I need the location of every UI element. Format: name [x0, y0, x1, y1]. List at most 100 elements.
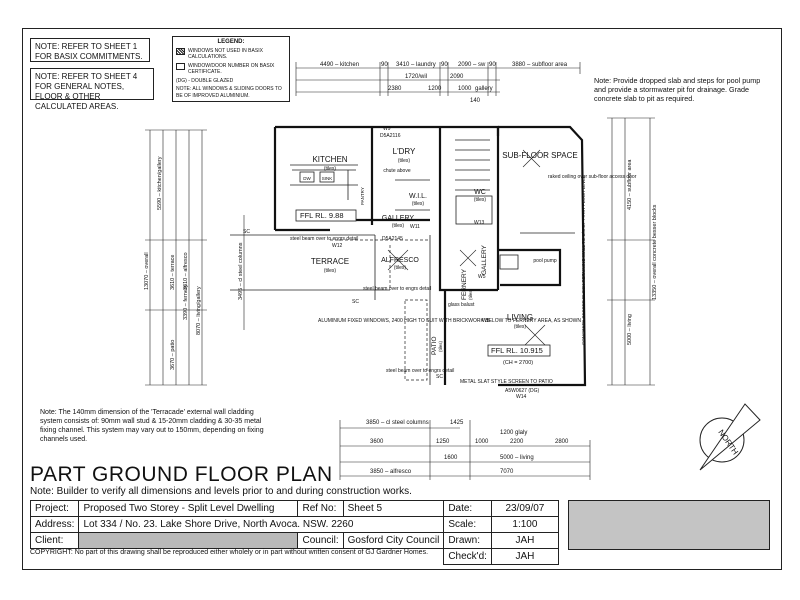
dim-text: 5590 – kitchen/gallery	[157, 156, 163, 210]
hidden-lines	[330, 239, 430, 381]
pantry-label: PANTRY	[360, 187, 365, 205]
checkd-value: JAH	[490, 548, 559, 565]
window-label: W13	[474, 220, 485, 226]
top-dimensions	[295, 62, 581, 96]
council-value: Gosford City Council	[342, 532, 445, 549]
legend-item: WINDOW/DOOR NUMBER ON BASIX CERTIFICATE.	[176, 62, 286, 76]
room-subfloor: SUB-FLOOR SPACE	[502, 151, 577, 160]
glass-balustrade-label: glass balust	[448, 302, 475, 308]
dim-text: 3390 – fernery	[183, 284, 189, 320]
dim-text: 8070 – living/gallery	[196, 286, 202, 335]
drawing-subtitle: Note: Builder to verify all dimensions a…	[30, 486, 412, 497]
room-sub: (tiles)	[474, 197, 487, 203]
dim-text: 1200	[428, 86, 442, 92]
dim-text: 1600	[444, 455, 458, 461]
drawn-label: Drawn:	[443, 532, 492, 549]
copyright-notice: COPYRIGHT: No part of this drawing shall…	[30, 549, 429, 556]
room-sub: (tiles)	[438, 340, 443, 352]
window-label: W9	[383, 126, 391, 132]
project-value: Proposed Two Storey - Split Level Dwelli…	[78, 500, 299, 517]
dim-text: 1425	[450, 420, 464, 426]
window-label: D5A2145	[382, 236, 403, 242]
checkd-label: Check'd:	[443, 548, 492, 565]
dim-text: 90	[441, 62, 448, 68]
dim-text: 3880 – subfloor area	[512, 62, 568, 68]
room-sub: (tiles)	[398, 158, 411, 164]
pool-pump-label: pool pump	[533, 258, 557, 264]
dim-text: 2090 – sw	[458, 62, 486, 68]
dim-text: 1200 glaly	[500, 430, 527, 436]
room-terrace: TERRACE	[311, 257, 349, 266]
general-notes-note: NOTE: REFER TO SHEET 4 FOR GENERAL NOTES…	[30, 68, 154, 111]
dim-text: 3495 – cl steel columns	[238, 242, 244, 300]
dim-text: 2800	[555, 439, 569, 445]
room-sub: (tiles)	[514, 324, 527, 330]
dim-text: 3610 – terrace	[170, 255, 176, 290]
title-block: Project: Proposed Two Storey - Split Lev…	[29, 500, 559, 565]
drawn-value: JAH	[490, 532, 559, 549]
dim-text: 13070 – overall	[144, 252, 150, 290]
dim-text: 4150 – subfloor area	[627, 159, 633, 210]
dim-text: 2200	[510, 439, 524, 445]
bottom-dimensions	[339, 420, 591, 480]
room-laundry: L'DRY	[393, 147, 416, 156]
client-value-redacted	[78, 532, 299, 549]
dim-text: 2090	[450, 74, 464, 80]
beam-label: steel beam over to engrs detail	[386, 368, 454, 374]
legend-item: NOTE: ALL WINDOWS & SLIDING DOORS TO BE …	[176, 86, 282, 99]
dim-text: 5000 – living	[500, 455, 534, 461]
retaining-wall-label: CONCRETE BESSER BLOCK RETAINING WALL TO …	[581, 175, 586, 345]
dim-text: 4490 – kitchen	[320, 62, 359, 68]
drawing-title: PART GROUND FLOOR PLAN	[30, 463, 333, 486]
room-gallery: GALLERY	[382, 215, 414, 222]
council-label: Council:	[297, 532, 344, 549]
chute-label: chute above	[383, 168, 410, 174]
dim-text: 1250	[436, 439, 450, 445]
dim-text: 140	[470, 98, 481, 104]
dim-text: 1000	[458, 86, 472, 92]
dim-text: 3850 – alfresco	[370, 469, 412, 475]
dim-text: 7070	[500, 469, 514, 475]
dim-text: 3610 – alfresco	[183, 252, 189, 290]
beam-label: steel beam over to engrs detail	[363, 286, 431, 292]
dim-text: gallery	[475, 86, 493, 92]
room-sub: (tiles)	[324, 166, 337, 172]
address-label: Address:	[29, 516, 80, 533]
pool-pump-note: Note: Provide dropped slab and steps for…	[594, 76, 761, 103]
copyright-spacer	[30, 548, 445, 565]
legend: LEGEND: WINDOWS NOT USED IN BASIX CALCUL…	[172, 36, 290, 102]
legend-title: LEGEND:	[217, 39, 245, 45]
window-label: W11	[410, 224, 420, 230]
walls	[273, 125, 587, 387]
dim-text: 3670 – patio	[170, 340, 176, 370]
room-kitchen: KITCHEN	[312, 155, 347, 164]
refno-value: Sheet 5	[342, 500, 445, 517]
company-logo-redacted	[568, 500, 770, 550]
beam-label: steel beam over to engrs detail	[290, 236, 358, 242]
dim-text: 3600	[370, 439, 384, 445]
window-label: W12	[332, 243, 343, 249]
cladding-note: Note: The 140mm dimension of the 'Terrac…	[40, 409, 264, 443]
room-patio: PATIO	[431, 336, 438, 355]
dim-text: 90	[489, 62, 496, 68]
room-alfresco: ALFRESCO	[381, 257, 419, 264]
date-value: 23/09/07	[490, 500, 559, 517]
sc-label: SC	[352, 299, 359, 305]
address-value: Lot 334 / No. 23. Lake Shore Drive, Nort…	[78, 516, 445, 533]
room-sub: (tiles)	[324, 268, 337, 274]
window-label: W14	[516, 394, 527, 400]
room-gallery2: GALLERY	[481, 244, 488, 275]
dim-text: 2380	[388, 86, 402, 92]
box-swatch-icon	[176, 62, 185, 70]
room-sub: (tiles)	[392, 223, 405, 229]
scale-label: Scale:	[443, 516, 492, 533]
dim-text: 3850 – cl steel columns	[366, 420, 429, 426]
dim-text: 3410 – laundry	[396, 62, 436, 68]
refno-label: Ref No:	[297, 500, 344, 517]
raked-ceiling-label: raked ceiling over sub-floor access door	[548, 174, 637, 180]
ffl-box-living	[487, 344, 551, 357]
dim-text: 1000	[475, 439, 489, 445]
aluminium-window-note: ALUMINIUM FIXED WINDOWS, 2400 HIGH TO SU…	[318, 318, 581, 324]
room-wil: W.I.L.	[409, 193, 427, 200]
hatch-swatch-icon	[176, 47, 185, 55]
